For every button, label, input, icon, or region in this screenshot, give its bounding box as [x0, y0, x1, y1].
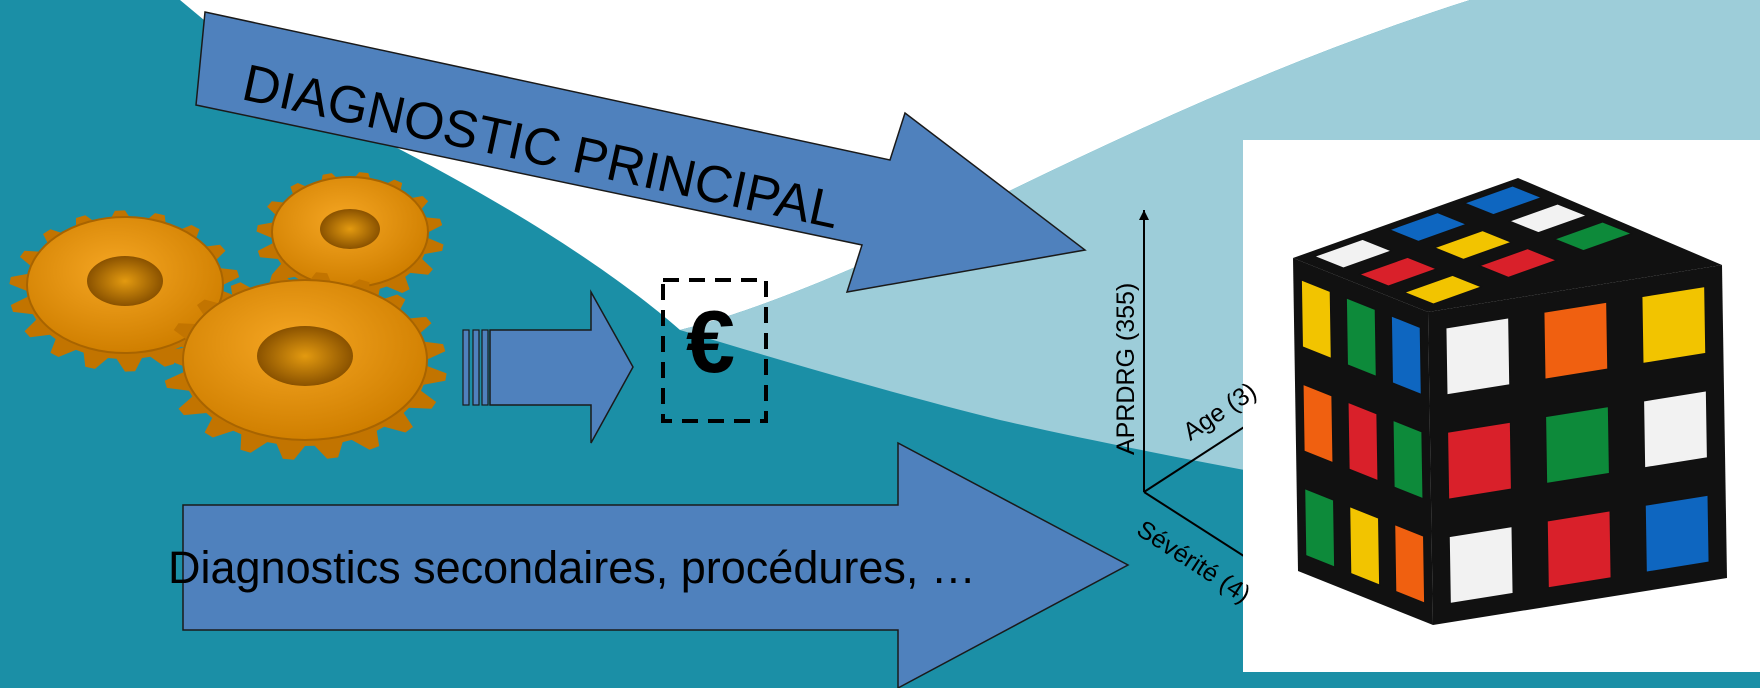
cube-sticker [1403, 274, 1483, 305]
cube-sticker [1304, 487, 1336, 568]
euro-box [661, 278, 768, 423]
cube-sticker [1358, 256, 1438, 287]
cube-sticker [1392, 419, 1424, 500]
cube-sticker [1302, 383, 1334, 464]
cube-sticker [1447, 421, 1512, 500]
cube-sticker [1390, 315, 1422, 396]
cube-sticker [1300, 279, 1332, 360]
secondary-diagnoses-arrow [182, 441, 1130, 688]
cube-sticker [1388, 212, 1468, 242]
cube-sticker [1545, 406, 1610, 484]
cube-drawing [1293, 178, 1727, 625]
cube-sticker [1543, 301, 1609, 380]
cube-sticker [1347, 401, 1379, 482]
cube-sticker [1546, 510, 1612, 589]
rubiks-cube-icon [1243, 140, 1760, 672]
cube-sticker [1463, 185, 1543, 216]
euro-icon: € [686, 292, 735, 391]
gears-icon [9, 172, 447, 460]
cube-sticker [1433, 230, 1513, 260]
cube-sticker [1349, 505, 1381, 586]
cube-sticker [1445, 317, 1511, 396]
small-striped-arrow [462, 289, 634, 444]
principal-diagnosis-arrow [195, 11, 1087, 293]
cube-sticker [1553, 221, 1633, 252]
cube-sticker [1345, 297, 1377, 378]
secondary-diagnoses-label: Diagnostics secondaires, procédures, … [168, 542, 976, 593]
gear-icon [163, 272, 447, 460]
cube-sticker [1641, 286, 1707, 364]
cube-sticker [1643, 390, 1708, 469]
gear-icon [256, 172, 444, 304]
cube-sticker [1313, 238, 1393, 269]
cube-sticker [1448, 526, 1514, 604]
cube-sticker [1394, 523, 1426, 604]
axis-label-aprdrg: APRDRG (355) [1112, 282, 1140, 455]
cube-sticker [1478, 248, 1558, 278]
cube-sticker [1644, 494, 1710, 573]
cube-sticker [1508, 203, 1588, 234]
